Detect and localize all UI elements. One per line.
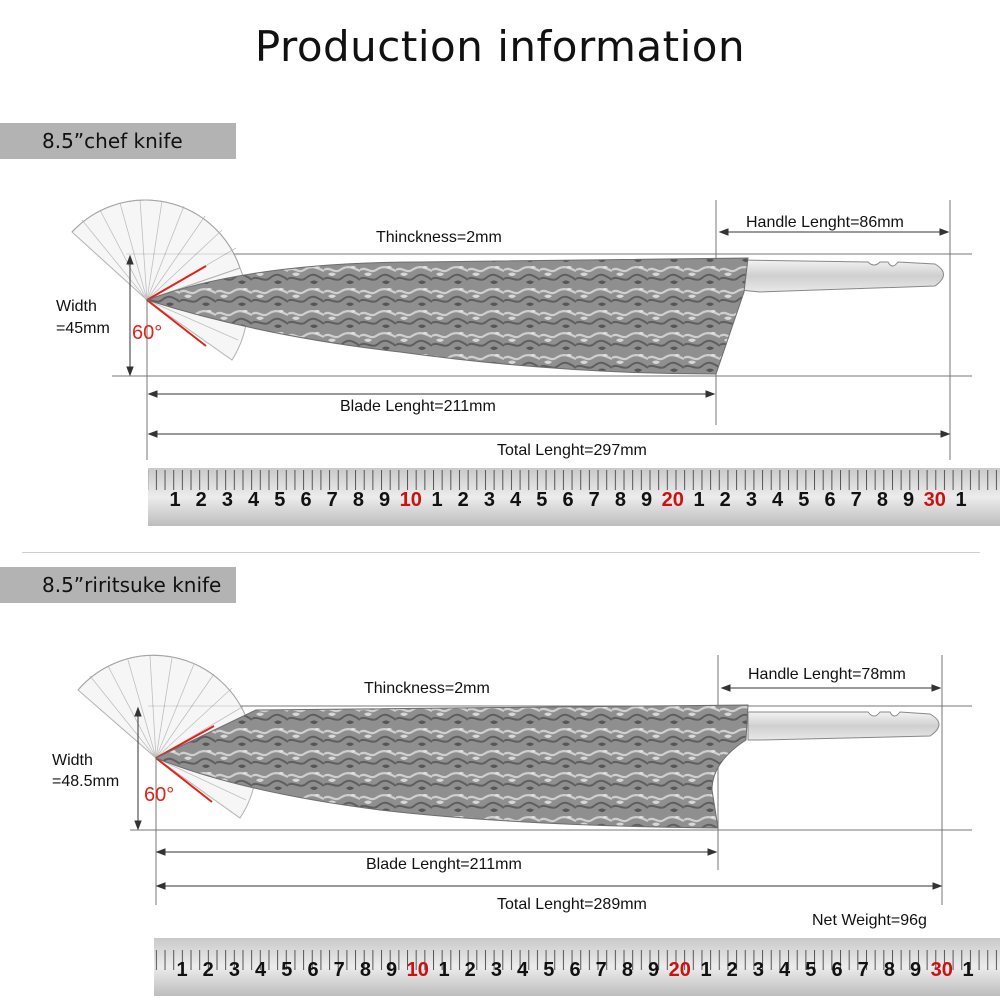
chef-ruler-label: 7 <box>327 489 338 511</box>
kiritsuke-ruler-label: 6 <box>831 959 842 981</box>
kiritsuke-ruler-label: 8 <box>884 959 895 981</box>
section-label-chef-knife: 8.5”chef knife <box>0 123 236 159</box>
page-title: Production information <box>254 22 746 71</box>
chef-ruler-label: 3 <box>484 489 495 511</box>
chef-ruler-label: 2 <box>196 489 207 511</box>
kiritsuke-ruler-label: 20 <box>669 959 691 981</box>
section-divider <box>22 552 980 553</box>
net-weight-label: Net Weight=96g <box>812 912 927 929</box>
kiritsuke-ruler-label: 6 <box>569 959 580 981</box>
chef-ruler-label: 5 <box>536 489 547 511</box>
kiritsuke-ruler-label: 5 <box>543 959 554 981</box>
kiritsuke-ruler-label: 4 <box>517 959 529 981</box>
kiritsuke-ruler-label: 4 <box>255 959 267 981</box>
kiritsuke-handle-length-label: Handle Lenght=78mm <box>748 666 906 683</box>
chef-ruler-label: 9 <box>379 489 390 511</box>
kiritsuke-ruler-label: 1 <box>962 959 973 981</box>
kiritsuke-ruler-label: 3 <box>491 959 502 981</box>
kiritsuke-ruler-label: 9 <box>386 959 397 981</box>
chef-ruler-label: 3 <box>746 489 757 511</box>
chef-ruler-label: 7 <box>589 489 600 511</box>
chef-ruler-label: 2 <box>720 489 731 511</box>
kiritsuke-ruler-label: 6 <box>307 959 318 981</box>
kiritsuke-ruler-label: 7 <box>596 959 607 981</box>
chef-ruler-label: 30 <box>924 489 946 511</box>
kiritsuke-angle-label: 60° <box>144 784 175 806</box>
chef-handle-length-label: Handle Lenght=86mm <box>746 214 904 231</box>
kiritsuke-ruler-label: 8 <box>622 959 633 981</box>
chef-ruler-label: 9 <box>903 489 914 511</box>
chef-ruler-label: 6 <box>824 489 835 511</box>
chef-ruler-label: 5 <box>274 489 285 511</box>
chef-ruler-label: 2 <box>458 489 469 511</box>
kiritsuke-total-length-label: Total Lenght=289mm <box>497 896 647 913</box>
chef-ruler-label: 4 <box>772 489 784 511</box>
chef-ruler-label: 7 <box>851 489 862 511</box>
chef-knife-tang <box>739 259 944 293</box>
chef-thickness-label: Thinckness=2mm <box>376 229 502 246</box>
chef-ruler-label: 8 <box>615 489 626 511</box>
chef-blade-length-label: Blade Lenght=211mm <box>340 398 496 415</box>
chef-ruler-label: 8 <box>877 489 888 511</box>
chef-ruler-label: 1 <box>693 489 704 511</box>
chef-ruler-label: 1 <box>169 489 180 511</box>
kiritsuke-ruler-label: 8 <box>360 959 371 981</box>
chef-ruler-label: 1 <box>431 489 442 511</box>
kiritsuke-thickness-label: Thinckness=2mm <box>364 680 490 697</box>
chef-width-label-line1: Width <box>56 298 97 315</box>
kiritsuke-ruler-label: 9 <box>648 959 659 981</box>
chef-ruler-label: 10 <box>400 489 422 511</box>
kiritsuke-ruler-label: 5 <box>805 959 816 981</box>
chef-ruler-label: 5 <box>798 489 809 511</box>
kiritsuke-blade-length-label: Blade Lenght=211mm <box>366 856 522 873</box>
kiritsuke-ruler-label: 3 <box>753 959 764 981</box>
chef-ruler-label: 6 <box>562 489 573 511</box>
chef-ruler-label: 4 <box>248 489 260 511</box>
kiritsuke-ruler-label: 1 <box>700 959 711 981</box>
kiritsuke-ruler-label: 2 <box>727 959 738 981</box>
kiritsuke-ruler-label: 5 <box>281 959 292 981</box>
kiritsuke-ruler-label: 2 <box>465 959 476 981</box>
kiritsuke-knife-tang <box>747 711 940 741</box>
chef-ruler-label: 8 <box>353 489 364 511</box>
kiritsuke-ruler-label: 2 <box>203 959 214 981</box>
kiritsuke-ruler-label: 9 <box>910 959 921 981</box>
kiritsuke-ruler-label: 3 <box>229 959 240 981</box>
kiritsuke-width-label-line1: Width <box>52 752 93 769</box>
chef-ruler-label: 6 <box>300 489 311 511</box>
kiritsuke-ruler-label: 30 <box>931 959 953 981</box>
chef-total-length-label: Total Lenght=297mm <box>497 442 647 459</box>
chef-ruler-label: 4 <box>510 489 522 511</box>
kiritsuke-ruler-label: 4 <box>779 959 791 981</box>
kiritsuke-ruler-label: 1 <box>176 959 187 981</box>
chef-angle-label: 60° <box>132 322 163 344</box>
chef-knife-blade <box>145 257 749 375</box>
chef-ruler-label: 9 <box>641 489 652 511</box>
chef-ruler-label: 3 <box>222 489 233 511</box>
kiritsuke-knife-blade <box>154 704 749 829</box>
kiritsuke-width-label-line2: =48.5mm <box>52 773 120 790</box>
chef-ruler-label: 1 <box>955 489 966 511</box>
chef-width-label-line2: =45mm <box>56 320 110 337</box>
chef-ruler-label: 20 <box>662 489 684 511</box>
kiritsuke-ruler-label: 7 <box>334 959 345 981</box>
kiritsuke-ruler-label: 1 <box>438 959 449 981</box>
section-label-kiritsuke-knife: 8.5”riritsuke knife <box>0 567 236 603</box>
kiritsuke-ruler-label: 7 <box>858 959 869 981</box>
kiritsuke-ruler-label: 10 <box>407 959 429 981</box>
